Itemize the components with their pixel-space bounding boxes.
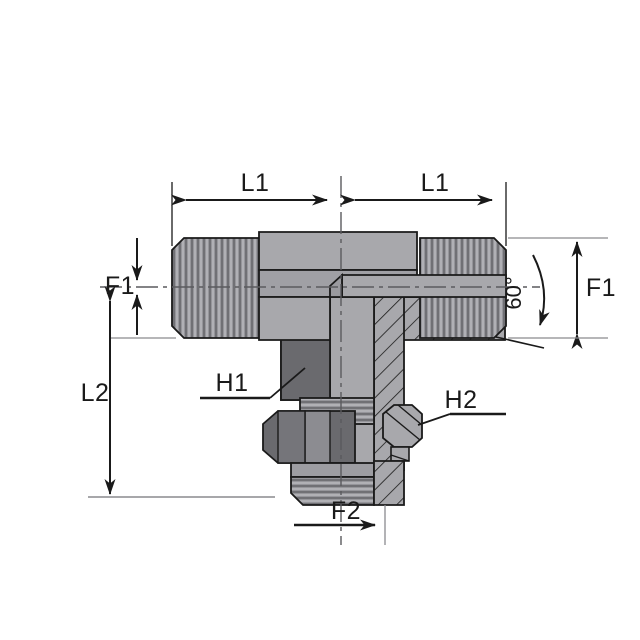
f2-label: F2 xyxy=(331,497,361,525)
h2-leader-line xyxy=(417,413,451,426)
hex-nut-front-facet xyxy=(304,410,331,464)
body-upper-face xyxy=(258,231,418,271)
right-arm-fillet xyxy=(329,272,343,298)
dimension-l1-left: L1 xyxy=(171,169,328,206)
right-arm-upper xyxy=(329,272,507,298)
angle-60-label: 60° xyxy=(501,276,526,309)
dimension-f1-right: F1 xyxy=(508,237,616,349)
f1-left-label: F1 xyxy=(105,272,135,300)
l2-label: L2 xyxy=(81,379,110,407)
f1-right-label: F1 xyxy=(586,274,616,302)
fitting-part xyxy=(171,231,507,506)
dimension-h1: H1 xyxy=(200,367,306,400)
h2-stub-line xyxy=(390,454,410,462)
dimension-annotations: L1 L1 F1 F1 xyxy=(81,169,616,545)
vertical-stem-assembly xyxy=(262,397,375,506)
angle-arc-arrow xyxy=(532,254,550,326)
h2-label: H2 xyxy=(445,386,478,414)
angle-leader-line xyxy=(495,336,545,349)
hex-nut-left-facet xyxy=(277,410,306,464)
body-lower-left-face xyxy=(258,296,331,341)
h1-label: H1 xyxy=(216,369,249,397)
left-threaded-neck xyxy=(171,237,263,339)
centerlines xyxy=(100,176,540,545)
dimension-h2: H2 xyxy=(417,386,506,426)
h2-hex-facet-line-a xyxy=(385,411,421,441)
left-thread xyxy=(171,237,263,339)
right-arm-top-face xyxy=(341,274,507,298)
l1-left-label: L1 xyxy=(241,169,270,197)
dimension-l2: L2 xyxy=(81,286,275,498)
h2-hex-facet-line-b xyxy=(397,404,423,426)
dimension-l1-right: L1 xyxy=(340,169,493,206)
branch-foot-hatched xyxy=(373,460,405,506)
l1-right-label: L1 xyxy=(421,169,450,197)
h2-stub xyxy=(390,446,410,462)
stem-collar xyxy=(290,462,375,478)
h1-leader-line xyxy=(269,367,306,399)
branch-foot xyxy=(373,460,405,506)
dimension-f2: F2 xyxy=(294,497,386,545)
stem-lower-thread xyxy=(290,476,375,506)
dimension-angle-60: 60° xyxy=(495,254,550,349)
